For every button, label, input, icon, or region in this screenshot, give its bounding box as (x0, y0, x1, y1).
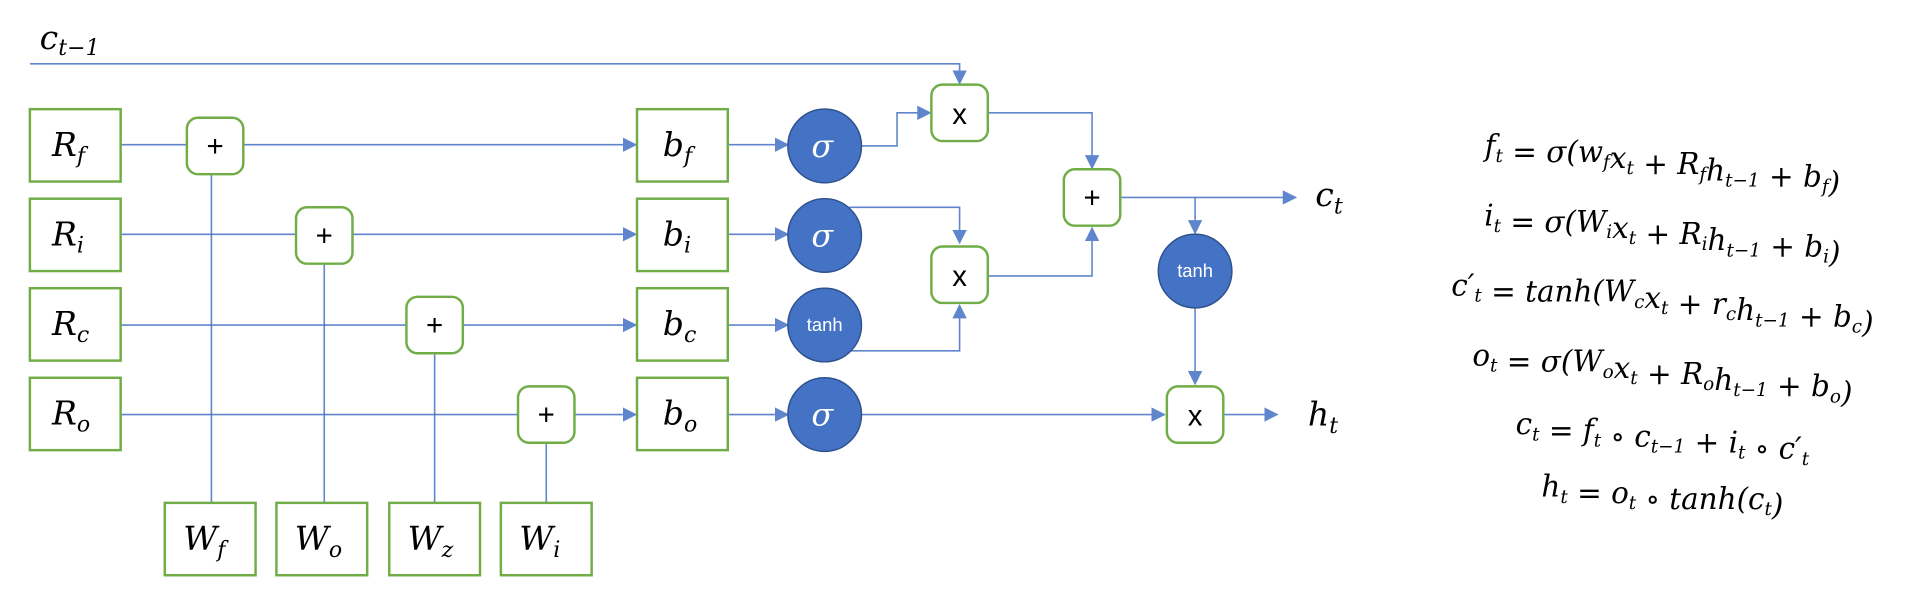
svg-text:Rf: Rf (51, 125, 89, 169)
sigmoid-node-output: σ (787, 377, 863, 453)
svg-text:tanh: tanh (1177, 260, 1213, 281)
svg-text:Ro: Ro (51, 393, 90, 437)
label-h-t: ht (1308, 395, 1338, 439)
svg-text:tanh: tanh (807, 314, 843, 335)
svg-text:bi: bi (663, 214, 691, 258)
svg-text:+: + (316, 219, 333, 252)
multiply-node-hidden: x (1165, 385, 1225, 445)
equation-6: ht = ot ∘ tanh(ct) (1541, 470, 1783, 522)
svg-text:Wz: Wz (408, 518, 454, 562)
box-b-o: bo (635, 376, 730, 452)
multiply-node-input: x (930, 245, 990, 305)
svg-text:Rc: Rc (51, 304, 89, 348)
svg-text:+: + (538, 398, 555, 431)
box-r-o: Ro (28, 376, 122, 452)
box-r-f: Rf (28, 107, 122, 183)
sum-nodes: + + + + (185, 116, 576, 445)
wire-c-prev (29, 62, 967, 85)
svg-text:σ: σ (811, 127, 834, 165)
wire-mult-plus-bottom (989, 226, 1100, 277)
plus-node-cell: + (1062, 168, 1122, 227)
svg-text:Wo: Wo (295, 518, 342, 562)
box-w-z: Wz (388, 501, 482, 577)
box-w-f: Wf (163, 501, 257, 577)
svg-text:σ: σ (811, 396, 834, 434)
svg-text:x: x (1188, 400, 1203, 433)
wire-cprime-mult (849, 303, 967, 352)
tanh-node-cell-output: tanh (1157, 233, 1233, 309)
equation-3: c′t = tanh(Wcxt + rcht−1 + bc) (1451, 269, 1873, 340)
svg-text:+: + (206, 130, 223, 163)
equation-1: ft = σ(wfxt + Rfht−1 + bf) (1483, 129, 1840, 200)
equation-5: ct = ft ∘ ct−1 + it ∘ c′t (1516, 407, 1810, 470)
bias-boxes: bf bi bc bo (635, 107, 730, 452)
wire-f-mult (861, 105, 932, 147)
equations: ft = σ(wfxt + Rfht−1 + bf)it = σ(Wixt + … (1451, 129, 1873, 522)
activation-nodes: σ σ tanh σ tanh (787, 108, 1233, 453)
svg-text:Wi: Wi (519, 518, 560, 562)
svg-text:ht: ht (1308, 395, 1338, 439)
multiply-node-forget: x (930, 83, 990, 143)
svg-text:σ: σ (811, 217, 834, 255)
box-r-c: Rc (28, 287, 122, 362)
plus-node-i: + (294, 206, 354, 265)
box-b-i: bi (635, 197, 730, 273)
sigmoid-node-forget: σ (787, 108, 863, 184)
svg-text:x: x (952, 260, 967, 293)
wires (29, 62, 1298, 503)
plus-node-o: + (516, 385, 576, 445)
wire-i-mult (849, 206, 967, 245)
svg-text:ct: ct (1315, 175, 1343, 219)
box-b-f: bf (635, 107, 730, 183)
wire-mult-plus-top (989, 112, 1100, 170)
svg-text:x: x (952, 98, 967, 131)
box-w-o: Wo (275, 501, 369, 577)
svg-text:+: + (1083, 181, 1100, 214)
box-w-i: Wi (499, 501, 593, 577)
sigmoid-node-input: σ (787, 197, 863, 274)
svg-text:bc: bc (663, 304, 697, 348)
tanh-node-candidate: tanh (787, 287, 863, 363)
svg-text:ct−1: ct−1 (40, 18, 100, 61)
equation-2: it = σ(Wixt + Riht−1 + bi) (1484, 199, 1840, 270)
box-r-i: Ri (28, 197, 122, 273)
plus-node-f: + (185, 116, 245, 176)
box-b-c: bc (635, 287, 730, 362)
recurrent-weight-boxes: Rf Ri Rc Ro (28, 107, 122, 452)
svg-text:Ri: Ri (51, 214, 84, 258)
label-c-t: ct (1315, 175, 1343, 219)
equation-4: ot = σ(Woxt + Roht−1 + bo) (1472, 339, 1852, 410)
combiner-nodes: x x + x (930, 83, 1225, 445)
svg-text:bo: bo (663, 393, 697, 437)
input-weight-boxes: Wf Wo Wz Wi (163, 501, 593, 577)
label-c-prev: ct−1 (40, 18, 100, 61)
svg-text:+: + (426, 309, 443, 342)
plus-node-c: + (405, 295, 465, 355)
